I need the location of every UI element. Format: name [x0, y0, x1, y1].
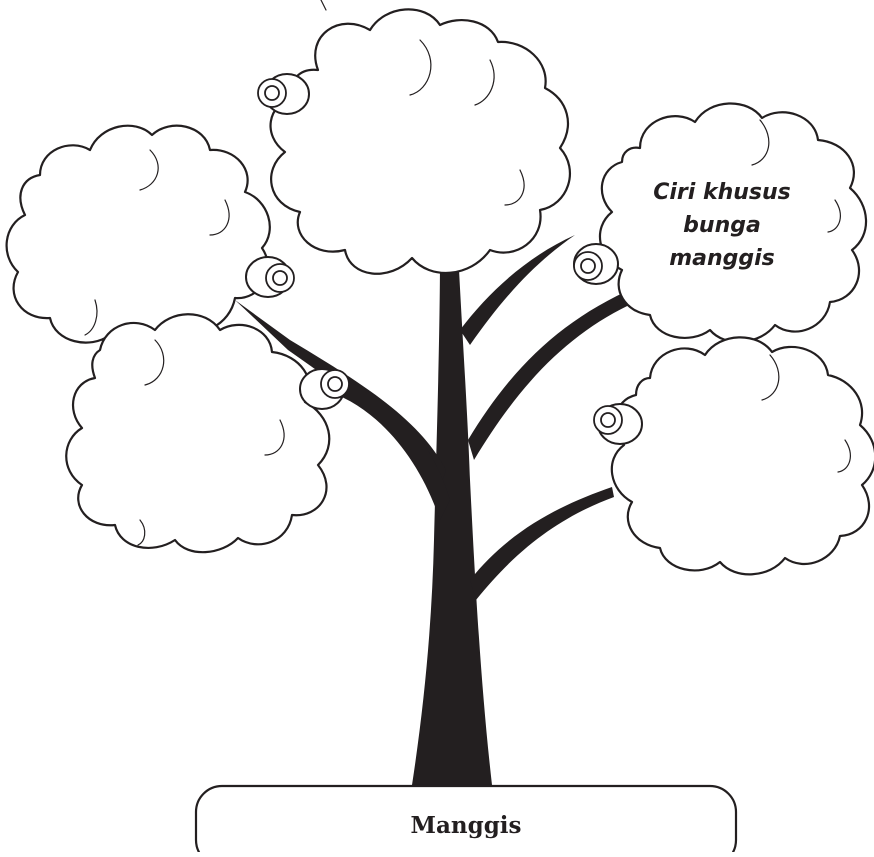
tree-label-box — [194, 784, 738, 857]
cloud-top — [269, 0, 571, 275]
bud-icon — [573, 243, 619, 285]
cloud-text-line: Ciri khusus — [653, 180, 791, 205]
cloud-lower-right — [610, 336, 874, 576]
cloud-upper-right — [598, 102, 868, 343]
cloud-text-line: manggis — [669, 246, 775, 271]
cloud-upper-left — [5, 124, 271, 348]
bud-icon — [257, 73, 310, 115]
cloud-lower-left — [65, 313, 331, 554]
bud-icon — [593, 403, 643, 445]
tree-label: Manggis — [410, 812, 522, 839]
bud-icon — [299, 368, 350, 410]
cloud-upper-right-label: Ciri khusus bunga manggis — [612, 176, 832, 275]
bud-icon — [245, 256, 295, 298]
cloud-text-line: bunga — [683, 213, 761, 238]
